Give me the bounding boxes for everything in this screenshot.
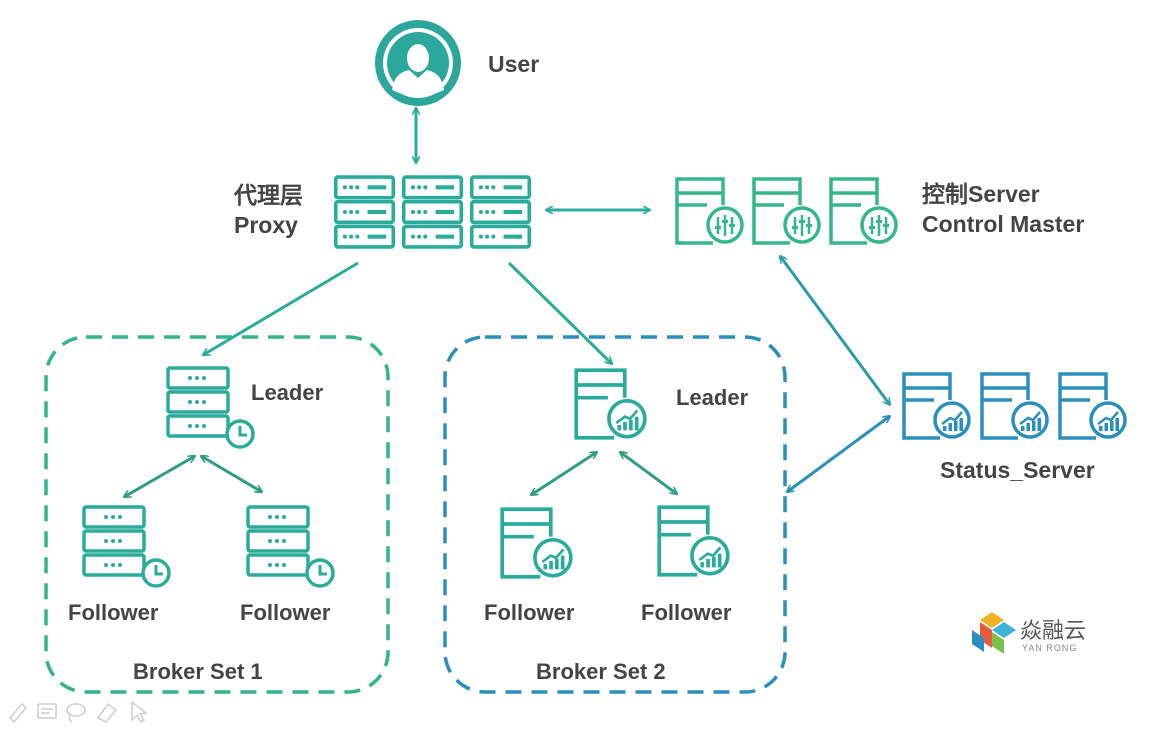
proxy-broker2-arrow <box>507 261 612 364</box>
control-status-arrow <box>780 256 890 405</box>
user-icon <box>375 20 461 106</box>
lasso-icon[interactable] <box>66 703 86 723</box>
control-label-en: Control Master <box>922 211 1084 237</box>
server-gauge-icon <box>829 177 898 245</box>
connectors <box>124 108 890 499</box>
broker-set-1: Leader Follower Follower Broker Set 1 <box>68 366 335 684</box>
logo-text-en: YAN RONG <box>1022 643 1077 653</box>
broker-set-2-frame <box>443 335 787 694</box>
user-label: User <box>488 51 539 77</box>
server-rack-icon <box>333 175 396 249</box>
proxy-label-cn: 代理层 <box>233 182 303 208</box>
annotation-toolbar[interactable] <box>8 700 148 724</box>
broker-set-label: Broker Set 2 <box>536 659 666 684</box>
server-chart-icon <box>902 372 971 440</box>
eraser-icon[interactable] <box>96 702 118 723</box>
leader1-follower2-arrow <box>201 456 262 492</box>
server-clock-icon <box>246 505 335 588</box>
logo-mark-icon <box>972 612 1016 654</box>
follower-label: Follower <box>484 600 575 625</box>
proxy-broker1-arrow <box>203 261 359 355</box>
leader2-follower1-arrow <box>531 452 597 495</box>
follower-label: Follower <box>641 600 732 625</box>
cursor-icon[interactable] <box>131 700 148 724</box>
leader-label: Leader <box>251 380 324 405</box>
server-rack-icon <box>401 175 464 249</box>
yanrong-logo: 焱融云 YAN RONG <box>972 612 1086 654</box>
broker-set-label: Broker Set 1 <box>133 659 263 684</box>
server-clock-icon <box>82 505 171 588</box>
follower-label: Follower <box>240 600 331 625</box>
status-server-node: Status_Server <box>902 372 1127 483</box>
leader-label: Leader <box>676 385 749 410</box>
user-node: User <box>375 20 539 106</box>
server-chart-icon <box>574 368 647 440</box>
server-gauge-icon <box>752 177 821 245</box>
broker-set-2: Leader Follower Follower Broker Set 2 <box>484 368 749 684</box>
leader1-follower1-arrow <box>124 454 195 499</box>
server-chart-icon <box>500 507 573 579</box>
control-master-node: 控制Server Control Master <box>675 177 1084 245</box>
broker-set-1-frame <box>44 335 390 694</box>
control-label-cn: 控制Server <box>922 181 1040 207</box>
follower-label: Follower <box>68 600 159 625</box>
server-gauge-icon <box>675 177 744 245</box>
proxy-label-en: Proxy <box>234 212 298 238</box>
server-rack-icon <box>469 175 532 249</box>
server-chart-icon <box>980 372 1049 440</box>
server-clock-icon <box>166 366 255 449</box>
status-server-label: Status_Server <box>940 457 1095 483</box>
proxy-node: 代理层 Proxy <box>233 175 532 249</box>
logo-text-cn: 焱融云 <box>1020 618 1086 643</box>
leader2-follower2-arrow <box>620 452 677 494</box>
pen-icon[interactable] <box>8 702 28 724</box>
server-chart-icon <box>657 505 730 577</box>
whiteboard-icon[interactable] <box>37 703 57 719</box>
server-chart-icon <box>1058 372 1127 440</box>
status-broker2-arrow <box>787 416 890 492</box>
